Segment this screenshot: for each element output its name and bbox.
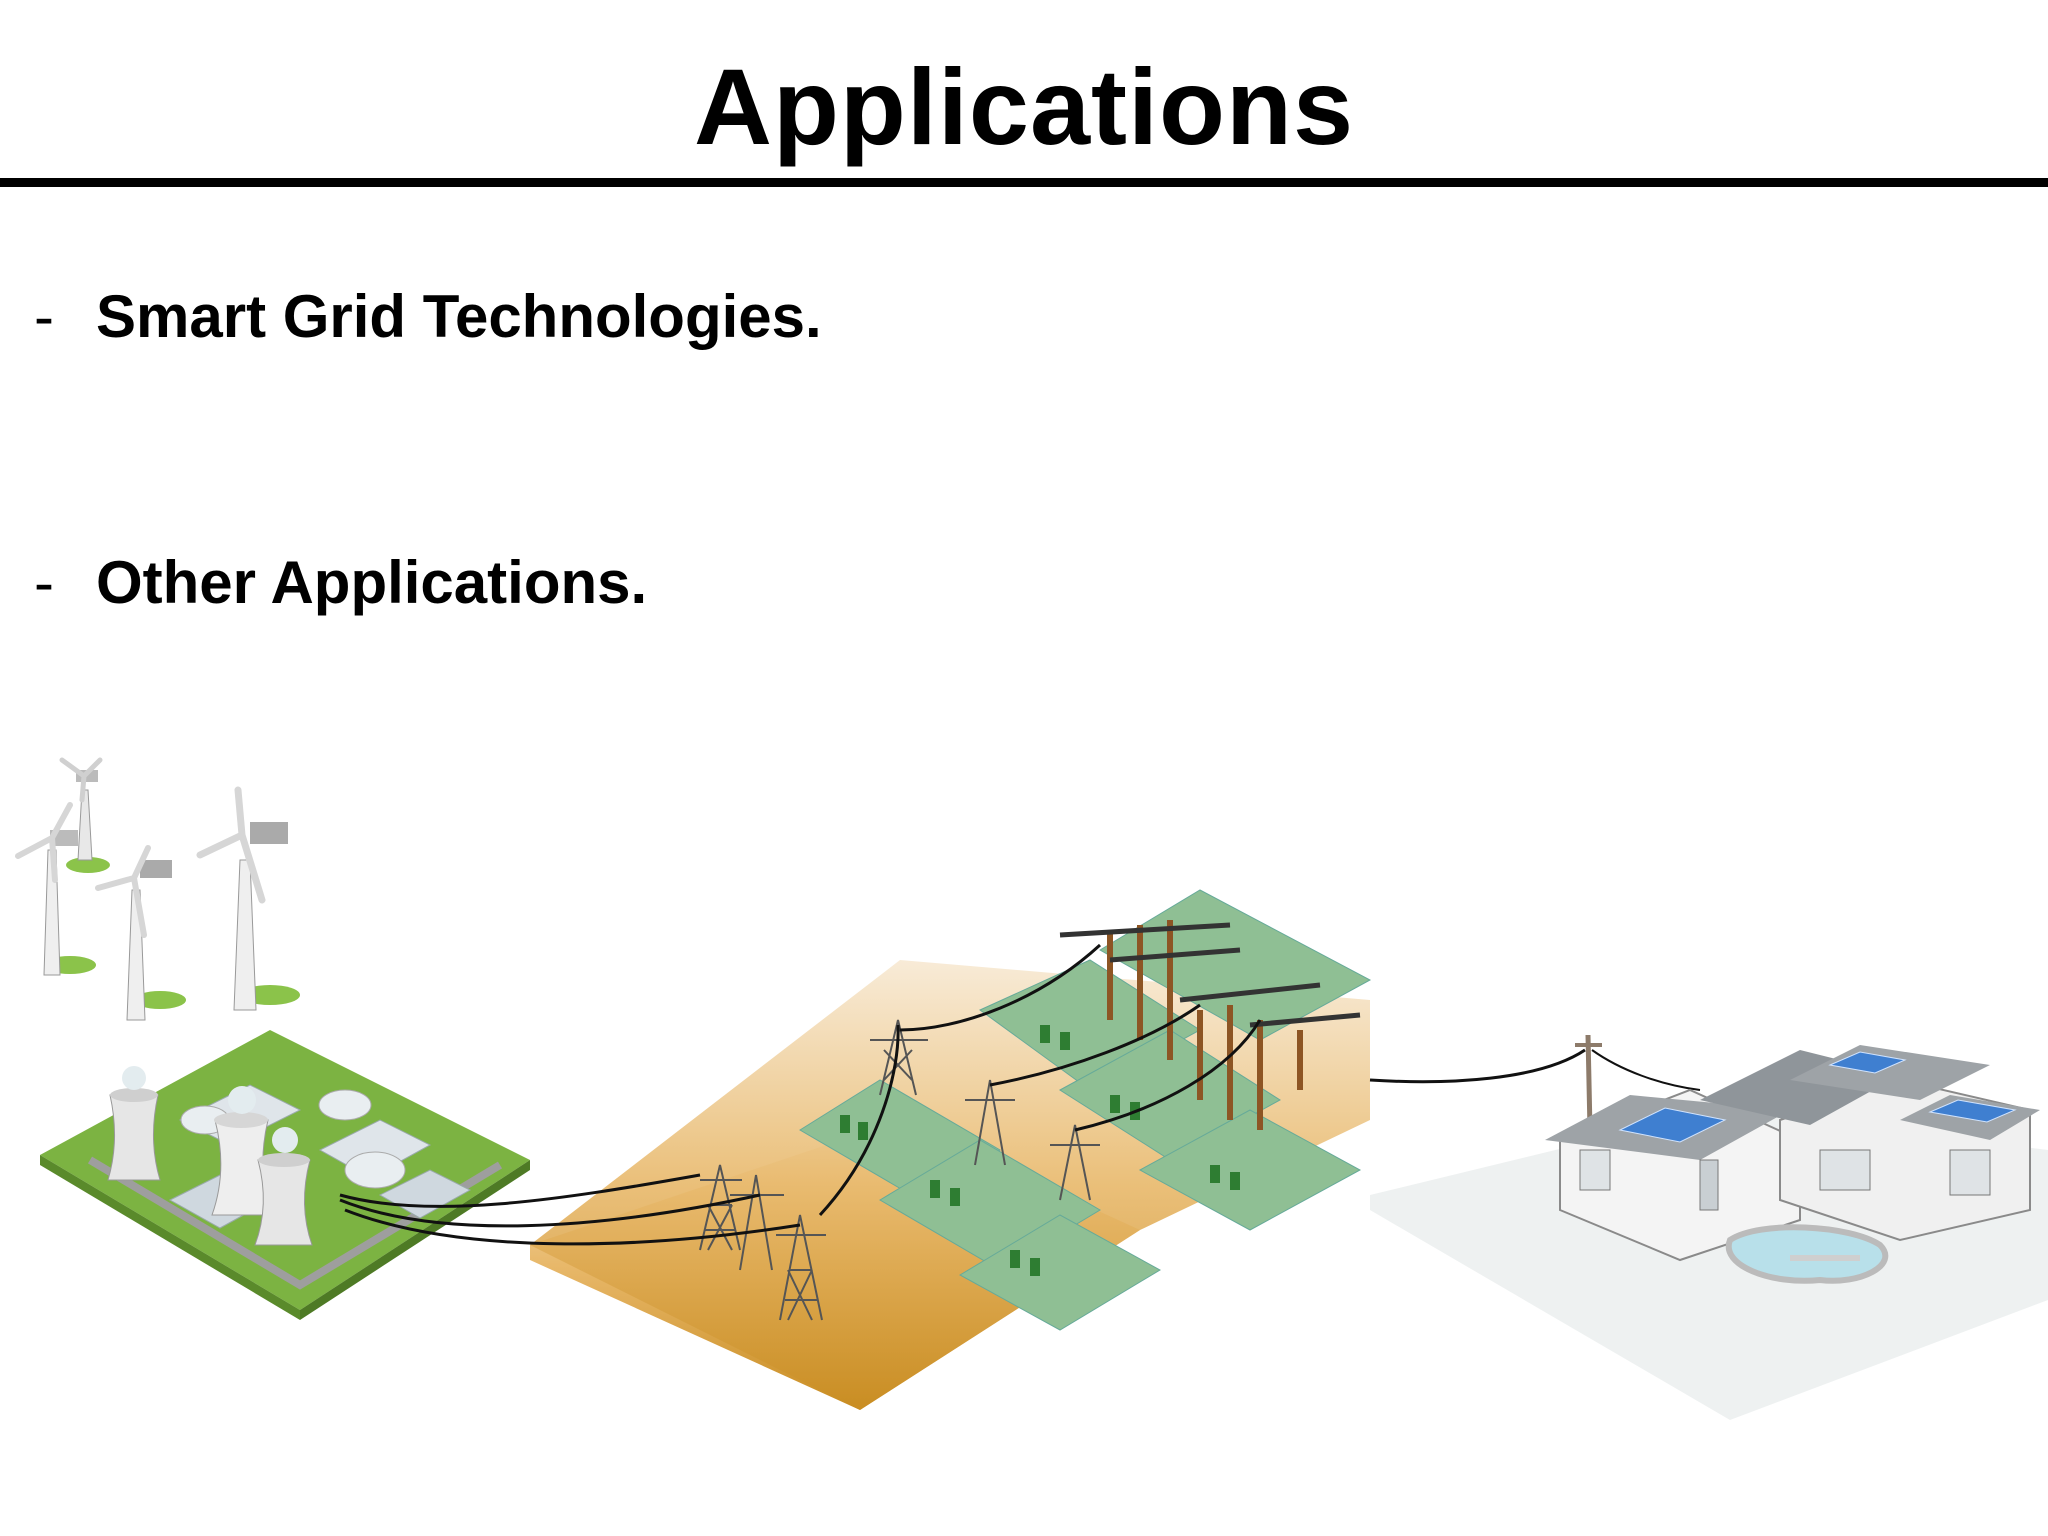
power-plant-icon bbox=[40, 1030, 530, 1320]
bullet-text: Smart Grid Technologies. bbox=[96, 283, 822, 350]
solar-panel-icon bbox=[1618, 1051, 2017, 1143]
bullet-text: Other Applications. bbox=[96, 549, 648, 616]
wind-turbine-icon bbox=[15, 757, 300, 1021]
bullet-marker: - bbox=[34, 549, 54, 616]
bullet-marker: - bbox=[34, 283, 54, 350]
smart-grid-illustration bbox=[15, 757, 2048, 1420]
power-line bbox=[339, 943, 1586, 1246]
title-divider bbox=[0, 178, 2048, 187]
smart-home-icon bbox=[1370, 1034, 2048, 1420]
bullet-item-smart-grid: - Smart Grid Technologies. bbox=[34, 282, 822, 351]
bullet-item-other-applications: - Other Applications. bbox=[34, 548, 647, 617]
utility-pole-icon bbox=[1107, 920, 1303, 1130]
slide-title: Applications bbox=[693, 46, 1355, 167]
